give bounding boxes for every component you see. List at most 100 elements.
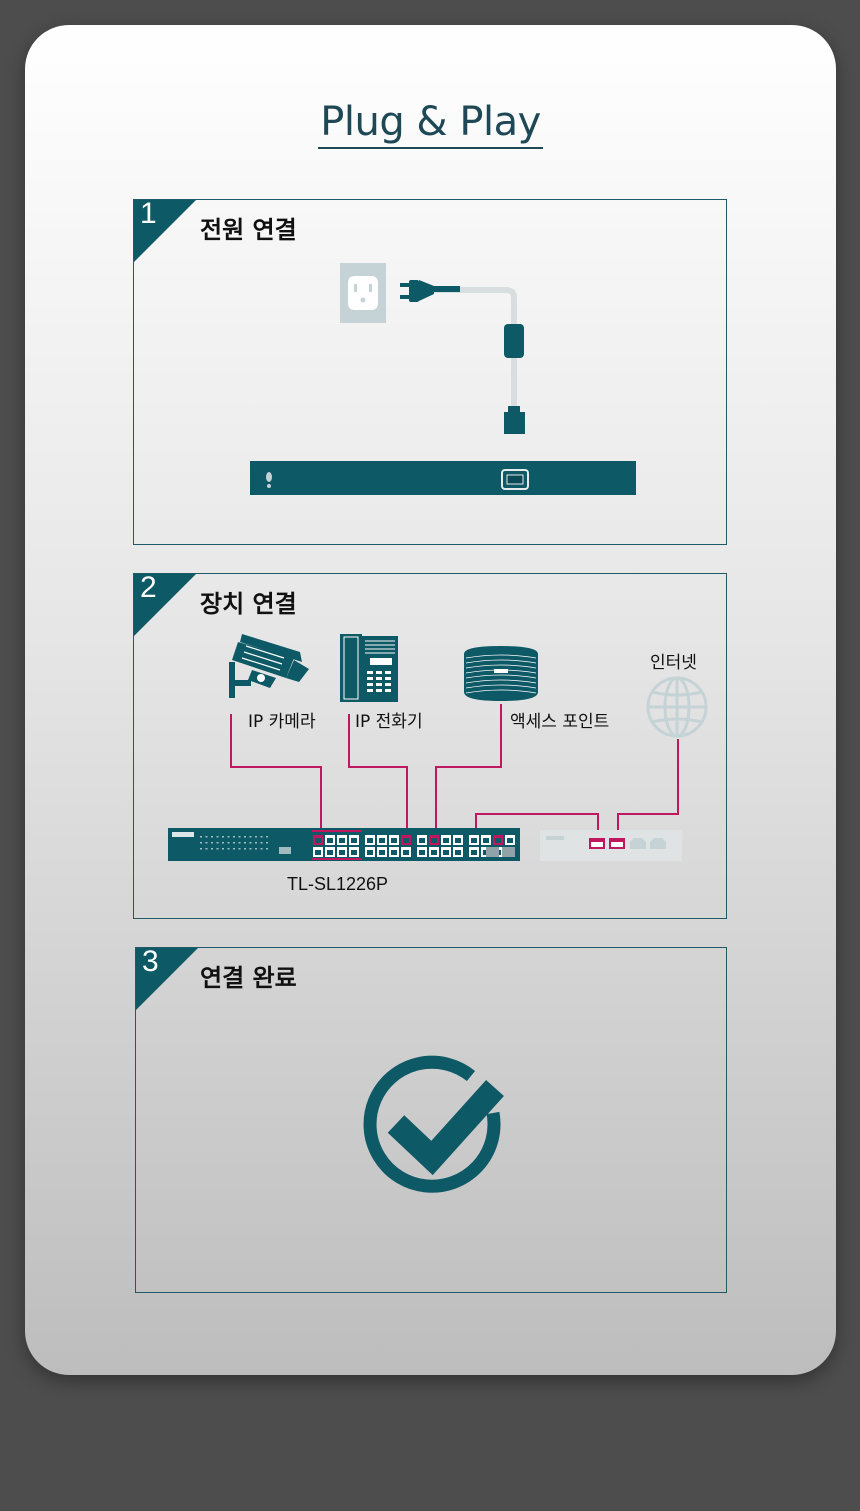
switch-port-socket	[367, 850, 373, 855]
ap-cable	[435, 704, 502, 834]
switch-led	[255, 842, 257, 844]
switch-led	[249, 842, 252, 844]
access-point-label: 액세스 포인트	[510, 712, 610, 732]
switch-port-socket	[483, 838, 489, 843]
switch-port-socket	[431, 838, 437, 843]
switch-led-grid	[200, 836, 268, 850]
switch-led	[222, 848, 224, 850]
switch-led	[260, 848, 263, 850]
switch-led	[266, 848, 268, 850]
switch-port-socket	[379, 838, 385, 843]
switch-led	[227, 848, 230, 850]
switch-led	[238, 848, 241, 850]
switch-port-socket	[379, 850, 385, 855]
internet-globe-icon	[646, 676, 708, 738]
ip-camera-label: IP 카메라	[248, 712, 316, 732]
switch-led	[222, 836, 224, 838]
switch-led	[244, 848, 246, 850]
checkmark-circle-icon	[363, 1055, 504, 1193]
switch-port-socket	[391, 838, 397, 843]
ip-camera-icon	[229, 634, 309, 698]
switch-port-socket	[391, 850, 397, 855]
step-3-number: 3	[142, 945, 159, 978]
internet-label: 인터넷	[650, 653, 697, 673]
switch-led	[266, 842, 268, 844]
switch-led	[200, 836, 202, 838]
switch-led	[238, 836, 241, 838]
switch-port-socket	[315, 838, 321, 843]
switch-port-socket	[403, 838, 409, 843]
switch-led	[211, 848, 213, 850]
phone-keypad	[367, 671, 391, 692]
switch-led	[211, 842, 213, 844]
wall-outlet-icon	[340, 263, 386, 323]
switch-led	[255, 836, 257, 838]
switch-port-socket	[351, 850, 357, 855]
switch-port-socket	[455, 838, 461, 843]
plug-and-play-card: Plug & Play 1 전원 연결	[25, 25, 836, 1375]
switch-port-socket	[327, 850, 333, 855]
switch-led	[233, 836, 235, 838]
page-title-wrap: Plug & Play	[25, 99, 836, 149]
switch-port-socket	[471, 838, 477, 843]
switch-led	[200, 848, 202, 850]
ip-phone-icon	[340, 634, 398, 702]
switch-port-socket	[339, 850, 345, 855]
switch-port-socket	[327, 838, 333, 843]
switch-port-socket	[471, 850, 477, 855]
switch-led	[205, 848, 208, 850]
switch-led	[211, 836, 213, 838]
device-connection-diagram	[168, 634, 708, 861]
phone-cable	[348, 714, 408, 834]
switch-led	[255, 848, 257, 850]
step-2-number: 2	[140, 571, 157, 604]
internet-cable	[617, 739, 679, 836]
power-cable-icon	[400, 280, 525, 434]
router-icon	[540, 830, 682, 861]
switch-led	[260, 842, 263, 844]
switch-port-grid	[313, 835, 515, 857]
switch-led	[249, 836, 252, 838]
step-1-number: 1	[140, 197, 157, 230]
switch-model-label: TL-SL1226P	[287, 874, 389, 894]
connection-complete-illustration	[363, 1055, 504, 1193]
switch-port-socket	[419, 850, 425, 855]
switch-led	[260, 836, 263, 838]
step-3-panel: 3 연결 완료	[135, 945, 727, 1293]
ip-phone-label: IP 전화기	[355, 712, 423, 732]
switch-led	[266, 836, 268, 838]
switch-port-socket	[431, 850, 437, 855]
switch-led	[238, 842, 241, 844]
switch-led	[233, 848, 235, 850]
switch-led	[222, 842, 224, 844]
switch-port-socket	[443, 838, 449, 843]
step-2-title: 장치 연결	[200, 590, 297, 618]
switch-led	[200, 842, 202, 844]
switch-led	[244, 842, 246, 844]
switch-port-socket	[419, 838, 425, 843]
switch-led	[216, 848, 219, 850]
switch-led	[233, 842, 235, 844]
switch-rear-panel	[250, 461, 636, 495]
step-3-title: 연결 완료	[200, 964, 297, 992]
step-1-title: 전원 연결	[200, 216, 297, 244]
switch-port-socket	[455, 850, 461, 855]
camera-cable	[230, 714, 322, 834]
switch-port-socket	[367, 838, 373, 843]
switch-led	[216, 836, 219, 838]
step-1-panel: 1 전원 연결	[133, 197, 727, 545]
ethernet-cables	[230, 704, 679, 836]
switch-port-socket	[315, 850, 321, 855]
switch-led	[216, 842, 219, 844]
switch-led	[249, 848, 252, 850]
page-title: Plug & Play	[318, 99, 543, 149]
step-2-panel: 2 장치 연결	[133, 571, 727, 919]
switch-port-socket	[339, 838, 345, 843]
switch-led	[205, 842, 208, 844]
uplink-cable	[475, 813, 599, 836]
access-point-icon	[464, 646, 538, 701]
switch-led	[244, 836, 246, 838]
switch-port-socket	[403, 850, 409, 855]
switch-port-socket	[507, 838, 513, 843]
switch-led	[227, 842, 230, 844]
